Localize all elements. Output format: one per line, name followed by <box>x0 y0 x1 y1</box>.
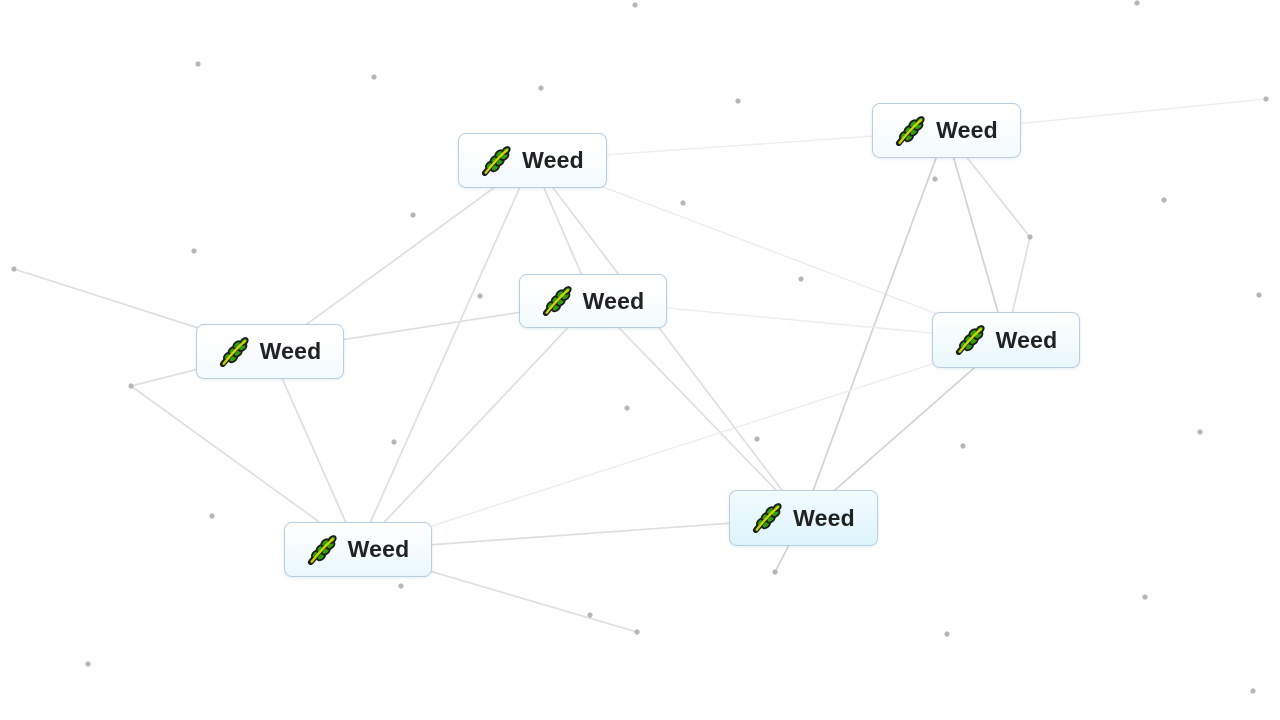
element-label: Weed <box>522 147 584 173</box>
herb-leaf-icon <box>955 325 985 355</box>
herb-leaf-icon <box>542 286 572 316</box>
element-card-weed-center[interactable]: Weed <box>519 274 667 328</box>
element-card-weed-top[interactable]: Weed <box>458 133 607 188</box>
element-label: Weed <box>995 326 1058 353</box>
herb-leaf-icon <box>307 535 337 565</box>
element-card-weed-bottom-right[interactable]: Weed <box>729 490 878 546</box>
element-label: Weed <box>347 536 410 562</box>
herb-leaf-icon <box>895 116 925 146</box>
element-label: Weed <box>582 287 645 314</box>
element-label: Weed <box>793 504 855 531</box>
element-label: Weed <box>259 338 322 364</box>
herb-leaf-icon <box>219 337 249 367</box>
herb-leaf-icon <box>481 146 511 176</box>
element-card-weed-left[interactable]: Weed <box>196 324 344 379</box>
element-label: Weed <box>936 117 998 143</box>
element-card-weed-top-right[interactable]: Weed <box>872 103 1021 158</box>
element-card-weed-bottom-left[interactable]: Weed <box>284 522 432 577</box>
herb-leaf-icon <box>752 503 782 533</box>
element-card-weed-right[interactable]: Weed <box>932 312 1080 368</box>
